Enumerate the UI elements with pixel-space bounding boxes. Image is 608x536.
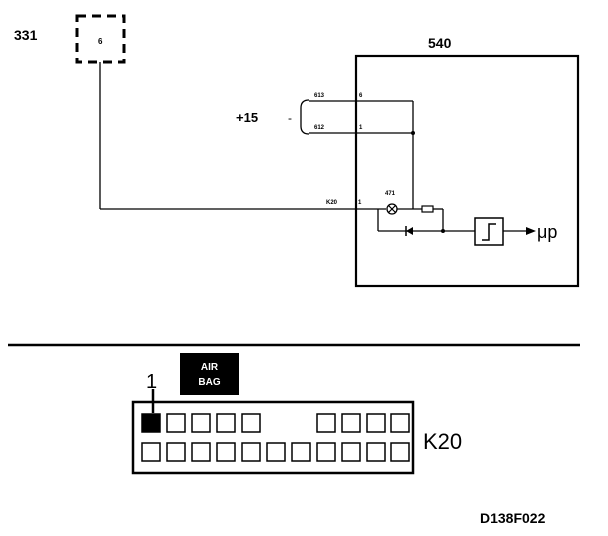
supply-dash: - [288, 111, 292, 125]
connector-pin [390, 442, 410, 462]
pin-label-1-upper: 1 [359, 125, 363, 131]
diode-triangle [406, 227, 413, 235]
airbag-badge-line2: BAG [198, 377, 220, 388]
connector-pin [141, 442, 161, 462]
junction-dot-612 [411, 131, 415, 135]
connector-pin [341, 442, 361, 462]
connector-pin-marker: 1 [146, 371, 157, 393]
connector-pin [216, 442, 236, 462]
mu-p-label: μp [537, 222, 557, 242]
connector-pin [366, 442, 386, 462]
connector-pin [216, 413, 236, 433]
connector-pin [390, 413, 410, 433]
airbag-badge-line1: AIR [201, 362, 219, 373]
pin-label-6: 6 [359, 93, 363, 99]
pin-label-1-lower: 1 [358, 200, 362, 206]
junction-dot-loop [441, 229, 445, 233]
supply-bracket [300, 99, 310, 135]
connector-pin-1 [141, 413, 161, 433]
lamp-cross-2 [388, 205, 396, 213]
wire-label-612: 612 [314, 125, 325, 131]
connector-pin [291, 442, 311, 462]
connector-pin [166, 413, 186, 433]
connector-pin [166, 442, 186, 462]
connector-k20-housing [131, 400, 415, 475]
connector-pin [316, 413, 336, 433]
label-540: 540 [428, 35, 452, 51]
connector-name-k20: K20 [423, 429, 462, 454]
resistor-symbol [421, 205, 434, 213]
connector-pin [241, 442, 261, 462]
arrow-to-mu-p [526, 227, 536, 235]
connector-331-box [75, 14, 126, 64]
supply-label: +15 [236, 110, 258, 125]
connector-pin [316, 442, 336, 462]
connector-pin [366, 413, 386, 433]
wire-label-613: 613 [314, 93, 325, 99]
connector-pin [191, 413, 211, 433]
wire-label-k20: K20 [326, 200, 338, 206]
connector-331-pin: 6 [98, 37, 103, 46]
connector-pin [241, 413, 261, 433]
connector-pin [266, 442, 286, 462]
module-540-box [354, 54, 580, 288]
signal-shaper-symbol [482, 223, 496, 241]
figure-code: D138F022 [480, 510, 546, 526]
connector-pin [191, 442, 211, 462]
lamp-label-471: 471 [385, 191, 396, 197]
airbag-badge [180, 353, 239, 395]
label-331: 331 [14, 27, 38, 43]
connector-pin [341, 413, 361, 433]
